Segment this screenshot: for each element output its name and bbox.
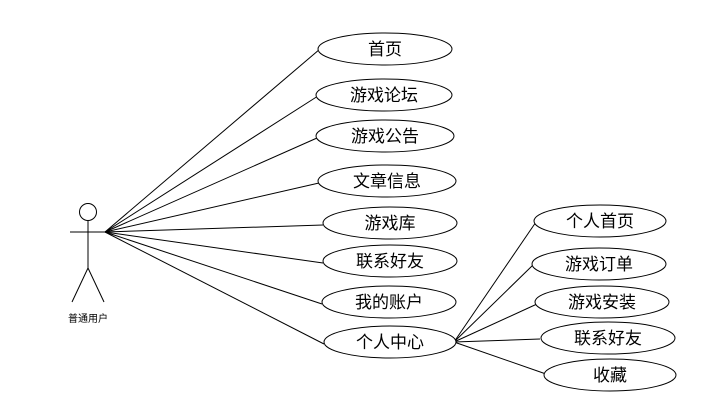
use-case-game-order-label: 游戏订单 bbox=[565, 255, 633, 275]
use-case-favorites-label: 收藏 bbox=[593, 366, 627, 386]
assoc-line-favorites bbox=[453, 341, 547, 375]
assoc-line-personal-center bbox=[104, 231, 325, 345]
assoc-line-homepage bbox=[104, 48, 321, 233]
personal-center-associations bbox=[453, 221, 547, 375]
assoc-line-game-install bbox=[453, 303, 538, 343]
assoc-line-article-info bbox=[104, 182, 320, 233]
use-case-article-info-label: 文章信息 bbox=[353, 172, 421, 192]
use-case-game-library[interactable]: 游戏库 bbox=[322, 206, 458, 240]
use-case-my-account[interactable]: 我的账户 bbox=[321, 285, 457, 319]
use-case-game-notice[interactable]: 游戏公告 bbox=[315, 119, 455, 153]
use-case-contact-friends[interactable]: 联系好友 bbox=[322, 244, 458, 278]
assoc-line-game-order bbox=[453, 264, 534, 343]
use-case-personal-center[interactable]: 个人中心 bbox=[323, 325, 457, 359]
assoc-line-game-forum bbox=[104, 95, 319, 233]
use-case-personal-home[interactable]: 个人首页 bbox=[533, 204, 667, 238]
actor-figure: 普通用户 bbox=[68, 203, 108, 325]
actor-head bbox=[79, 203, 97, 221]
use-case-game-install-label: 游戏安装 bbox=[568, 293, 636, 313]
actor-associations bbox=[104, 48, 325, 345]
use-case-game-library-label: 游戏库 bbox=[365, 214, 416, 234]
use-case-game-order[interactable]: 游戏订单 bbox=[531, 247, 667, 281]
assoc-line-game-notice bbox=[104, 137, 318, 233]
use-case-sub-contact-friends[interactable]: 联系好友 bbox=[540, 321, 676, 355]
assoc-line-sub-contact bbox=[453, 338, 541, 343]
assoc-line-personal-home bbox=[453, 221, 537, 343]
use-case-game-notice-label: 游戏公告 bbox=[351, 127, 419, 147]
use-case-sub-contact-friends-label: 联系好友 bbox=[574, 329, 642, 349]
use-case-homepage[interactable]: 首页 bbox=[317, 32, 453, 66]
use-case-my-account-label: 我的账户 bbox=[355, 293, 423, 313]
actor-right-leg bbox=[87, 267, 105, 303]
actor-left-leg bbox=[71, 267, 89, 303]
use-case-game-forum-label: 游戏论坛 bbox=[350, 86, 418, 106]
assoc-line-contact-friends bbox=[104, 231, 324, 264]
use-case-game-install[interactable]: 游戏安装 bbox=[534, 285, 670, 319]
use-case-personal-home-label: 个人首页 bbox=[566, 212, 634, 232]
use-case-article-info[interactable]: 文章信息 bbox=[317, 164, 457, 198]
use-case-contact-friends-label: 联系好友 bbox=[356, 252, 424, 272]
actor-label: 普通用户 bbox=[68, 312, 108, 325]
assoc-line-my-account bbox=[104, 231, 323, 305]
use-case-game-forum[interactable]: 游戏论坛 bbox=[315, 78, 453, 112]
assoc-line-game-library bbox=[104, 224, 324, 233]
use-case-homepage-label: 首页 bbox=[368, 40, 402, 60]
use-case-personal-center-label: 个人中心 bbox=[356, 333, 424, 353]
use-case-favorites[interactable]: 收藏 bbox=[543, 358, 677, 392]
